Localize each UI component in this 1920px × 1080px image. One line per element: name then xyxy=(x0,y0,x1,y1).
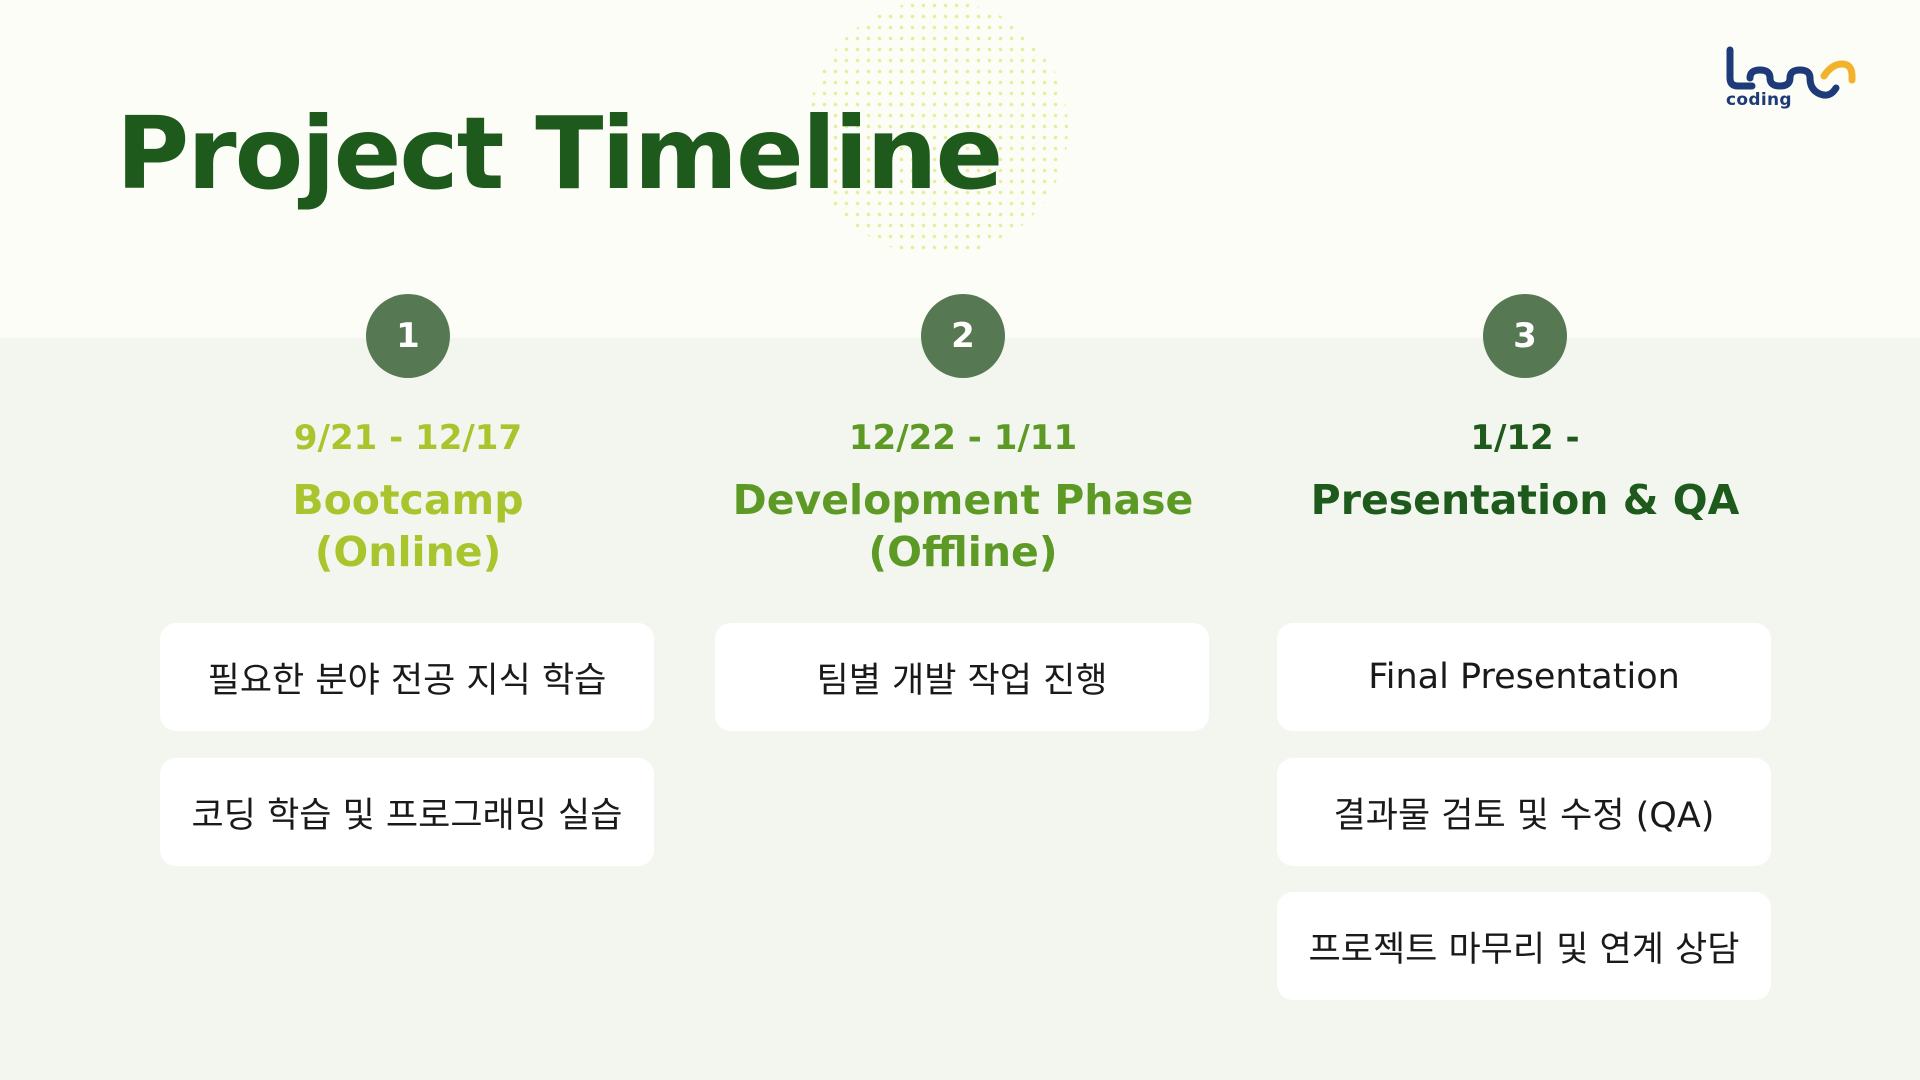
logo-mark-icon xyxy=(1726,46,1856,99)
task-card: 필요한 분야 전공 지식 학습 xyxy=(160,623,654,731)
task-card: 팀별 개발 작업 진행 xyxy=(715,623,1209,731)
phase-name: Presentation & QA xyxy=(1245,474,1805,526)
dot-pattern-decoration xyxy=(808,0,1068,256)
phase-name-line1: Bootcamp xyxy=(292,476,524,524)
phase-dates: 1/12 - xyxy=(1470,418,1580,458)
phase-dates: 12/22 - 1/11 xyxy=(848,418,1078,458)
logo-wordmark: coding xyxy=(1726,90,1792,110)
phase-name: Bootcamp (Online) xyxy=(128,474,688,578)
phase-name-line1: Development Phase xyxy=(732,476,1194,524)
brand-logo: coding xyxy=(1724,46,1864,114)
step-number-badge: 3 xyxy=(1483,294,1567,378)
phase-name-line2: (Online) xyxy=(314,528,502,576)
page-title: Project Timeline xyxy=(116,95,1003,212)
step-number-badge: 1 xyxy=(366,294,450,378)
phase-name-line1: Presentation & QA xyxy=(1310,476,1740,524)
phase-name: Development Phase (Offline) xyxy=(683,474,1243,578)
task-card: 결과물 검토 및 수정 (QA) xyxy=(1277,758,1771,866)
task-card: Final Presentation xyxy=(1277,623,1771,731)
task-card: 프로젝트 마무리 및 연계 상담 xyxy=(1277,892,1771,1000)
phase-name-line2: (Offline) xyxy=(868,528,1058,576)
phase-dates: 9/21 - 12/17 xyxy=(293,418,523,458)
step-number-badge: 2 xyxy=(921,294,1005,378)
task-card: 코딩 학습 및 프로그래밍 실습 xyxy=(160,758,654,866)
